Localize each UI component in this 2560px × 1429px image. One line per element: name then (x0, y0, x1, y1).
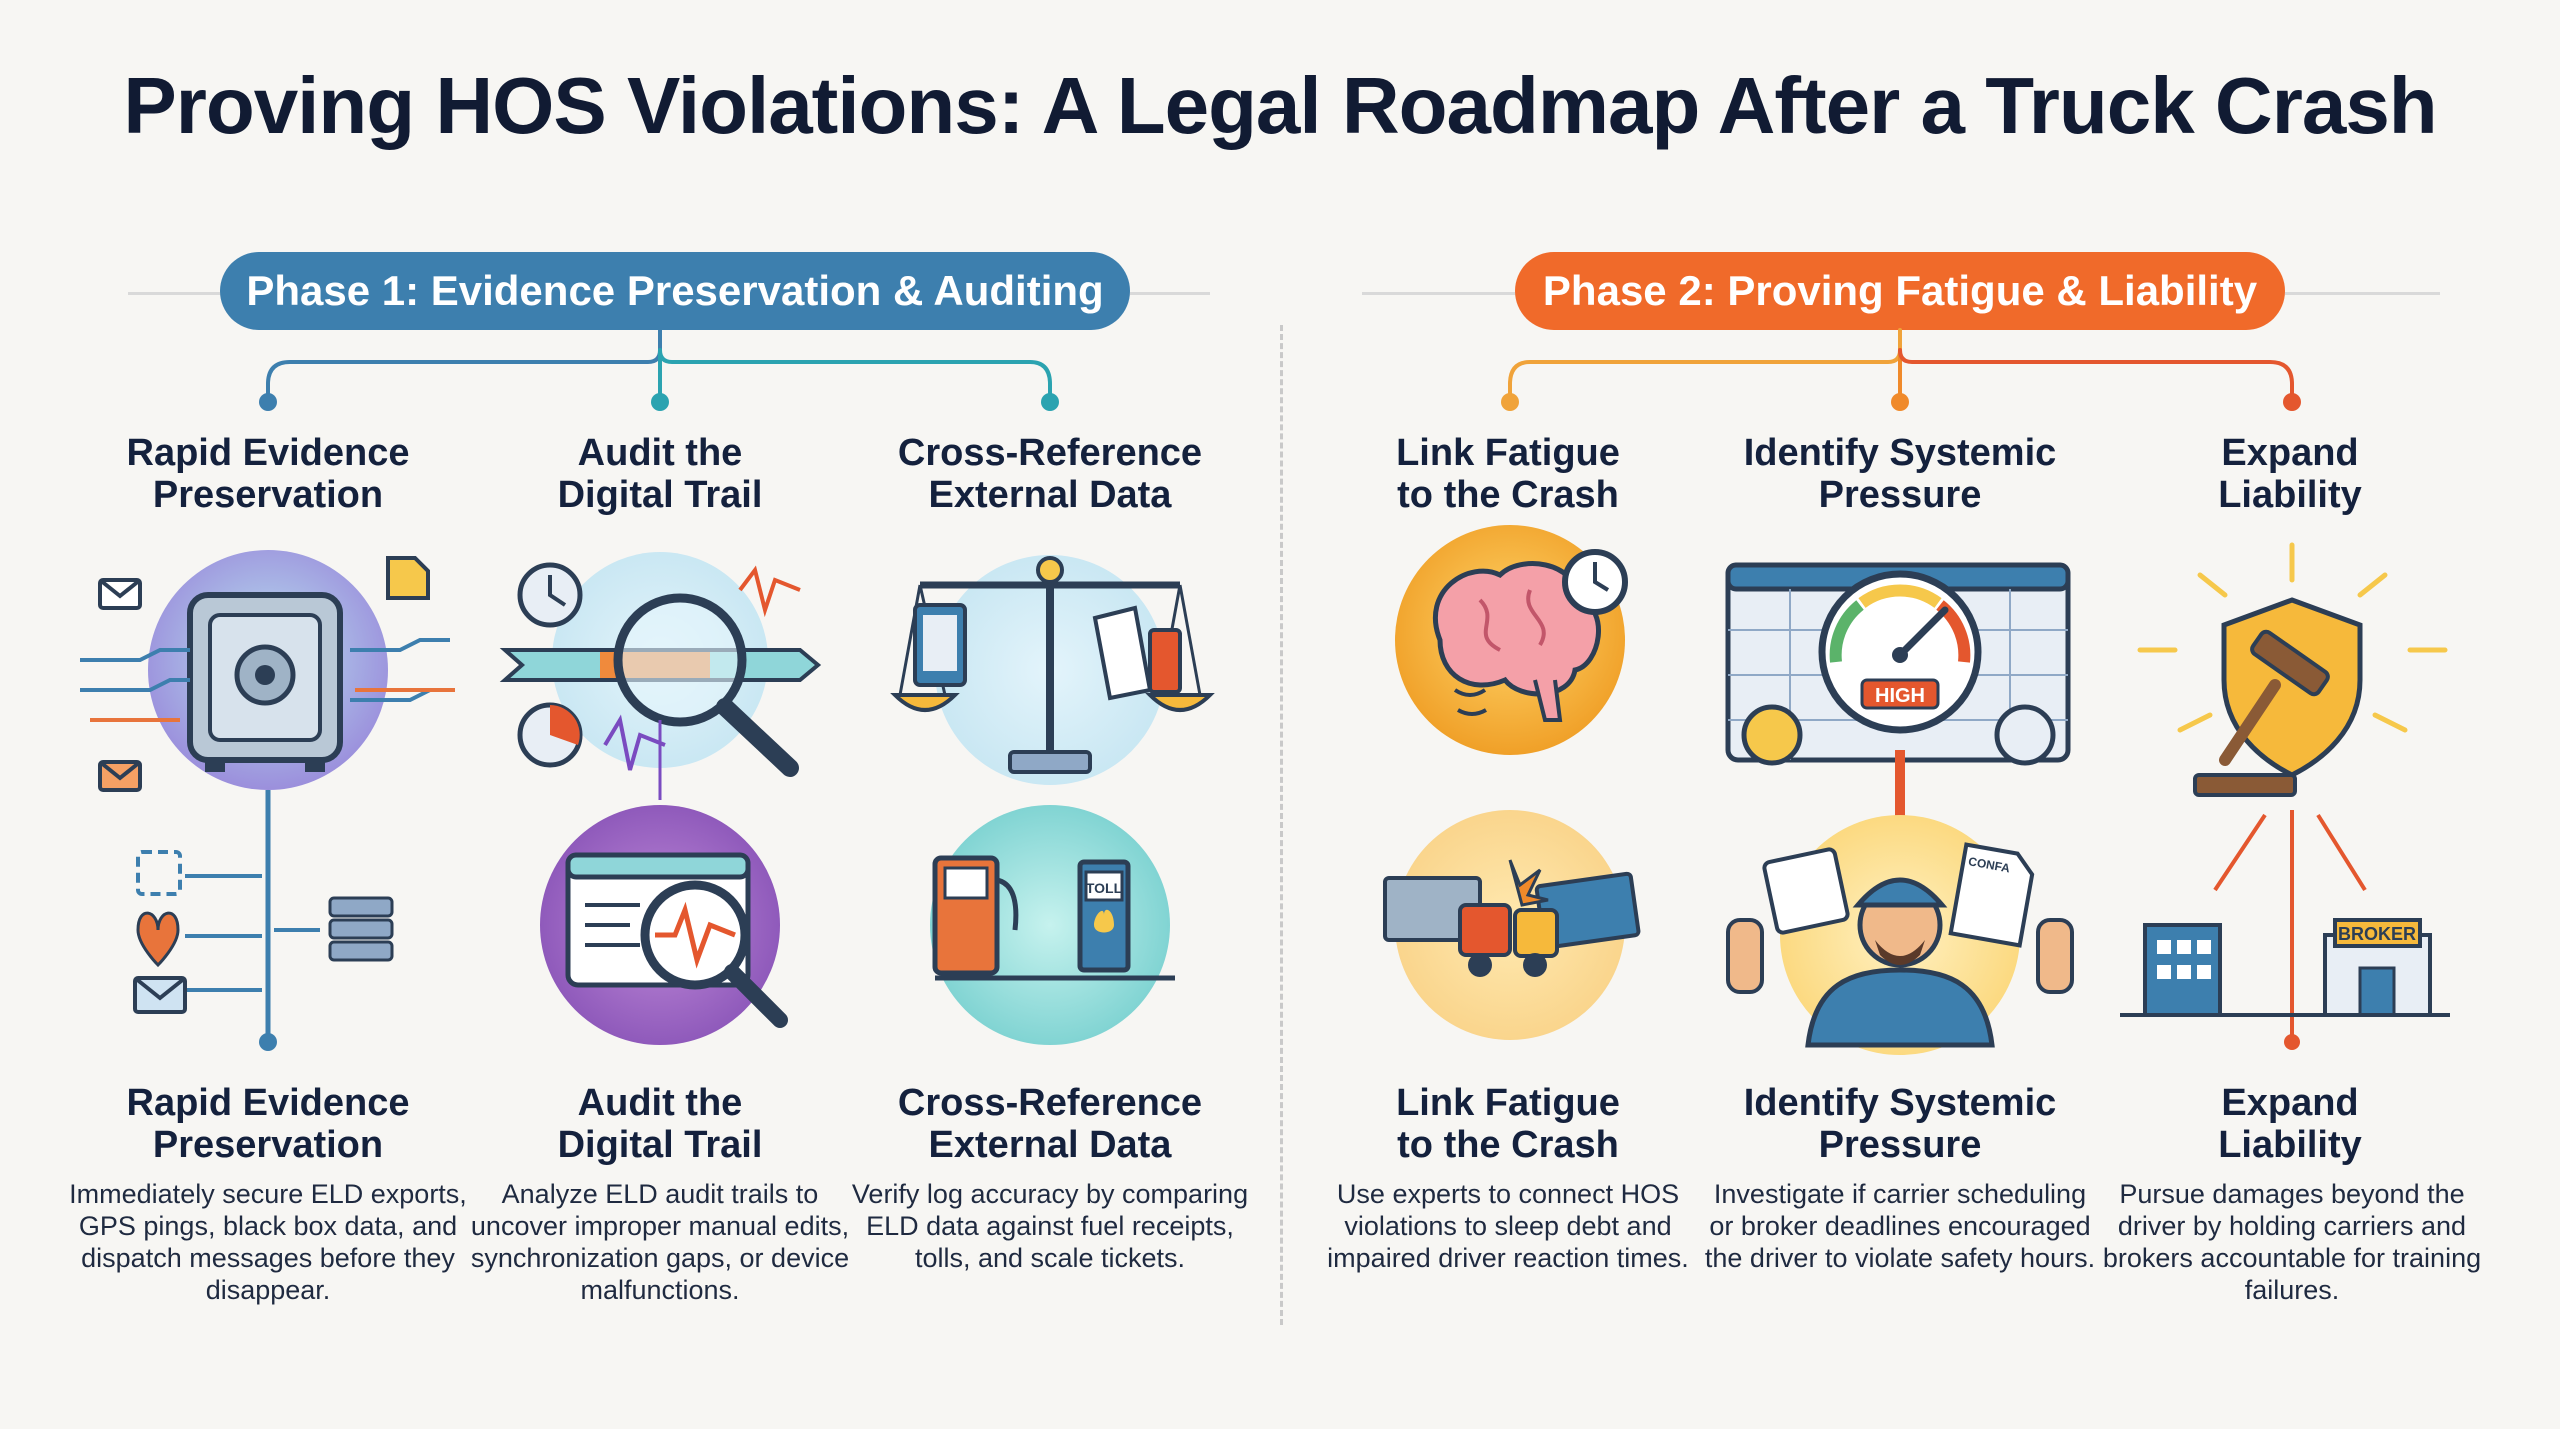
phase1-rule-right (1130, 292, 1210, 295)
step2-description: Analyze ELD audit trails to uncover impr… (470, 1179, 850, 1305)
phase2-rule-right (2285, 292, 2440, 295)
driver-pressure-icon: CONFA (1726, 815, 2074, 1055)
step5-description: Investigate if carrier scheduling or bro… (1704, 1179, 2096, 1273)
gauge-high-label: HIGH (1875, 685, 1925, 707)
phase-divider (1280, 325, 1283, 1325)
step4-description: Use experts to connect HOS violations to… (1327, 1179, 1689, 1273)
shield-gavel-icon: BROKER (2120, 542, 2450, 1050)
pressure-gauge-icon: HIGH (1725, 562, 2071, 848)
step6-description: Pursue damages beyond the driver by hold… (2102, 1179, 2482, 1305)
toll-label: TOLL (1086, 880, 1123, 896)
tired-brain-icon (1395, 525, 1628, 755)
step3-description: Verify log accuracy by comparing ELD dat… (851, 1179, 1249, 1273)
phase1-banner: Phase 1: Evidence Preservation & Auditin… (220, 252, 1130, 330)
phase1-rule-left (128, 292, 220, 295)
browser-magnifier-icon (540, 805, 788, 1045)
balance-scale-icon (890, 555, 1215, 785)
step1-description: Immediately secure ELD exports, GPS ping… (69, 1179, 467, 1305)
fuel-toll-icon: TOLL (930, 805, 1175, 1045)
magnifier-timeline-icon (499, 552, 822, 800)
crash-icon (1383, 810, 1641, 1040)
phase2-rule-left (1362, 292, 1515, 295)
phase2-banner: Phase 2: Proving Fatigue & Liability (1515, 252, 2285, 330)
broker-label: BROKER (2338, 924, 2416, 944)
page-title: Proving HOS Violations: A Legal Roadmap … (123, 61, 2437, 150)
safe-vault-icon (80, 550, 455, 1051)
